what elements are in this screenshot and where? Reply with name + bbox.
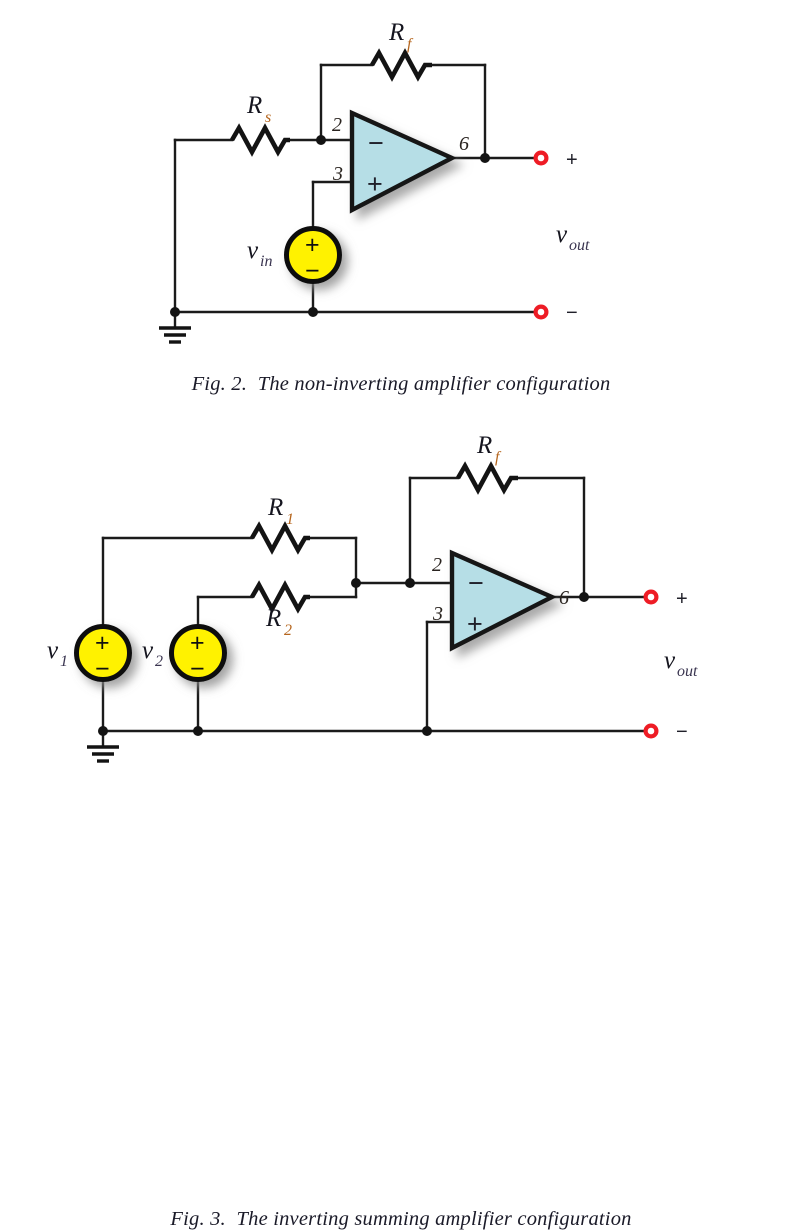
resistor-r2-label: R <box>265 605 281 632</box>
voltage-source-v1 <box>74 624 132 682</box>
voltage-source-v2-label: v <box>142 637 154 664</box>
output-plus-sign: + <box>566 149 578 171</box>
resistor-r2-sublabel: 2 <box>284 622 292 639</box>
opamp-inverting-sign: − <box>468 568 484 598</box>
resistor-rf-sublabel: f <box>495 449 502 466</box>
node-feedback-junction <box>405 578 415 588</box>
resistor-rf-label: R <box>388 19 404 46</box>
voltage-source-vin-plus: + <box>305 231 320 259</box>
figure-3-circuit: R 1 R 2 R f − + 2 3 6 <box>47 432 698 763</box>
node-output-junction <box>480 153 490 163</box>
voltage-source-v1-plus: + <box>95 629 110 657</box>
opamp-pin-2-label: 2 <box>332 114 342 136</box>
output-vout-sublabel: out <box>677 663 698 680</box>
node-summing-junction <box>351 578 361 588</box>
output-vout-sublabel: out <box>569 237 590 254</box>
voltage-source-v2 <box>169 624 227 682</box>
resistor-r1 <box>250 521 310 555</box>
opamp-pin-6-label: 6 <box>559 587 569 609</box>
output-minus-sign: − <box>566 302 578 324</box>
opamp-symbol <box>349 109 458 214</box>
opamp-pin-3-label: 3 <box>432 603 443 625</box>
voltage-source-v1-label: v <box>47 637 59 664</box>
figure-3-caption: Fig. 3. The inverting summing amplifier … <box>170 1208 632 1230</box>
node-ground-junction <box>170 307 180 317</box>
node-inverting-junction <box>316 135 326 145</box>
opamp-symbol <box>449 549 558 652</box>
output-terminal-positive <box>643 589 659 605</box>
output-vout-label: v <box>556 221 568 248</box>
resistor-rs-sublabel: s <box>265 109 271 126</box>
output-terminal-negative <box>533 304 549 320</box>
output-terminal-positive <box>533 150 549 166</box>
voltage-source-v2-minus: − <box>190 655 205 683</box>
opamp-noninverting-sign: + <box>367 169 383 199</box>
opamp-pin-6-label: 6 <box>459 133 469 155</box>
node-v2-ground-junction <box>193 726 203 736</box>
figure-2-circuit: R s R f − + 2 3 6 <box>159 19 590 344</box>
resistor-rs <box>230 123 290 157</box>
figure-2-caption: Fig. 2. The non-inverting amplifier conf… <box>191 373 611 395</box>
voltage-source-v1-minus: − <box>95 655 110 683</box>
node-output-junction <box>579 592 589 602</box>
resistor-rs-label: R <box>246 92 262 119</box>
resistor-r1-label: R <box>267 494 283 521</box>
resistor-r1-sublabel: 1 <box>286 511 294 528</box>
resistor-rf-label: R <box>476 432 492 459</box>
opamp-inverting-sign: − <box>368 128 384 158</box>
resistor-rf-sublabel: f <box>407 36 414 53</box>
output-terminal-negative <box>643 723 659 739</box>
node-source-ground-junction <box>308 307 318 317</box>
voltage-source-vin-minus: − <box>305 257 320 285</box>
resistor-r2 <box>250 580 310 614</box>
voltage-source-vin-sublabel: in <box>260 253 272 270</box>
ground-symbol <box>87 745 119 763</box>
figure-3: R 1 R 2 R f − + 2 3 6 <box>0 415 802 1230</box>
voltage-source-vin <box>284 226 342 284</box>
figure-2: R s R f − + 2 3 6 <box>0 0 802 415</box>
output-vout-label: v <box>664 647 676 674</box>
voltage-source-vin-label: v <box>247 237 259 264</box>
node-v1-ground-junction <box>98 726 108 736</box>
voltage-source-v2-plus: + <box>190 629 205 657</box>
voltage-source-v2-sublabel: 2 <box>155 653 163 670</box>
node-pin3-ground-junction <box>422 726 432 736</box>
opamp-noninverting-sign: + <box>467 609 483 639</box>
resistor-rf <box>456 461 518 495</box>
voltage-source-v1-sublabel: 1 <box>60 653 68 670</box>
opamp-pin-3-label: 3 <box>332 163 343 185</box>
ground-symbol <box>159 326 191 344</box>
output-minus-sign: − <box>676 721 688 743</box>
output-plus-sign: + <box>676 588 688 610</box>
opamp-pin-2-label: 2 <box>432 554 442 576</box>
resistor-rf <box>370 48 432 82</box>
